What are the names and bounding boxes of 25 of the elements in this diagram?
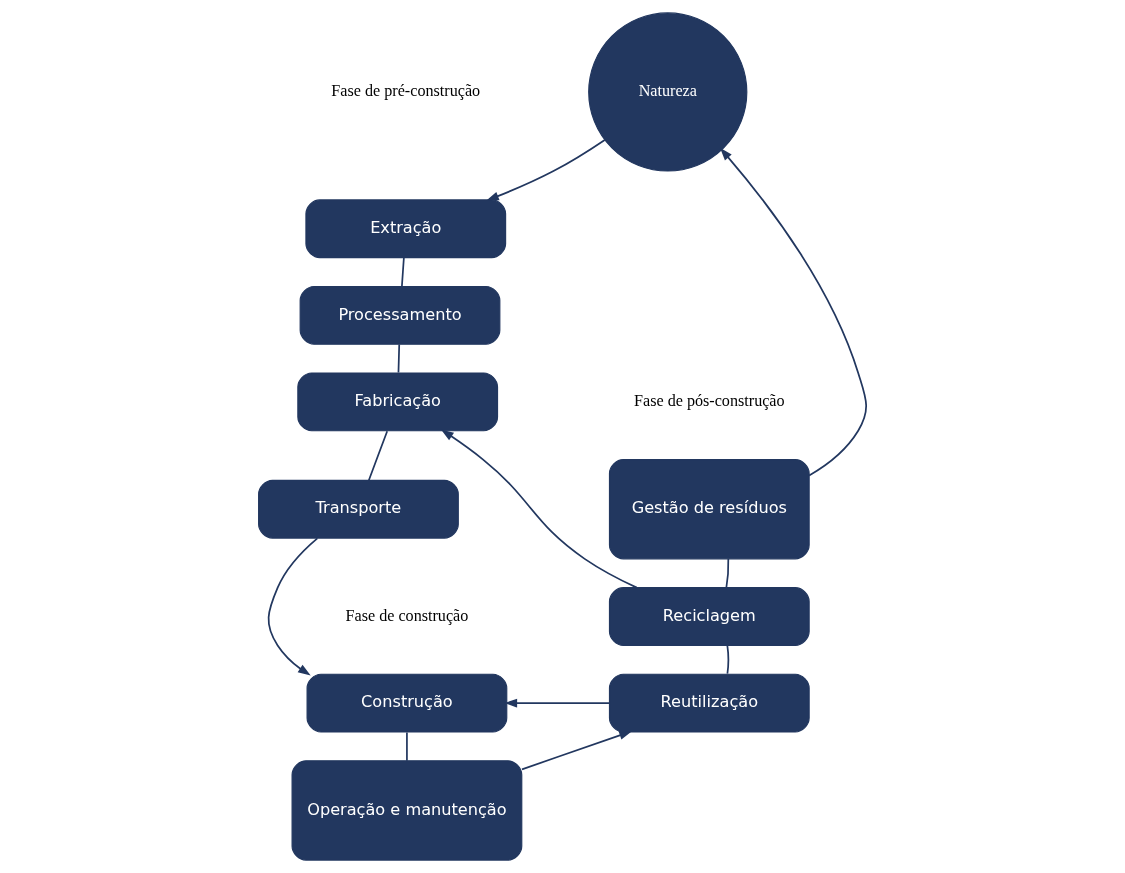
connector — [397, 343, 401, 374]
arrow — [521, 731, 632, 771]
node-box: Reutilização — [608, 673, 810, 733]
label: Fase de construção — [345, 606, 469, 624]
label: Fase de pós-construção — [634, 392, 785, 410]
node-box: Extração — [305, 199, 507, 259]
node-box: Transporte — [258, 479, 459, 539]
connector — [368, 430, 389, 482]
connector — [726, 644, 730, 675]
arrow — [440, 429, 638, 589]
node-box: Operação e manutenção — [291, 760, 523, 861]
connector — [406, 731, 408, 762]
connector — [725, 558, 730, 589]
arrow — [486, 139, 606, 201]
node-box: Reciclagem — [608, 587, 810, 646]
arrow — [719, 147, 868, 477]
node-box: Gestão de resíduos — [608, 459, 810, 560]
arrow — [504, 698, 611, 708]
label: Fase de pré-construção — [331, 82, 481, 100]
arrow — [267, 537, 319, 676]
node-box: Processamento — [299, 285, 501, 345]
node-box: Fabricação — [297, 372, 499, 432]
connector — [401, 257, 405, 287]
node-box: Construção — [306, 673, 508, 733]
node-circle: Natureza — [588, 12, 748, 172]
